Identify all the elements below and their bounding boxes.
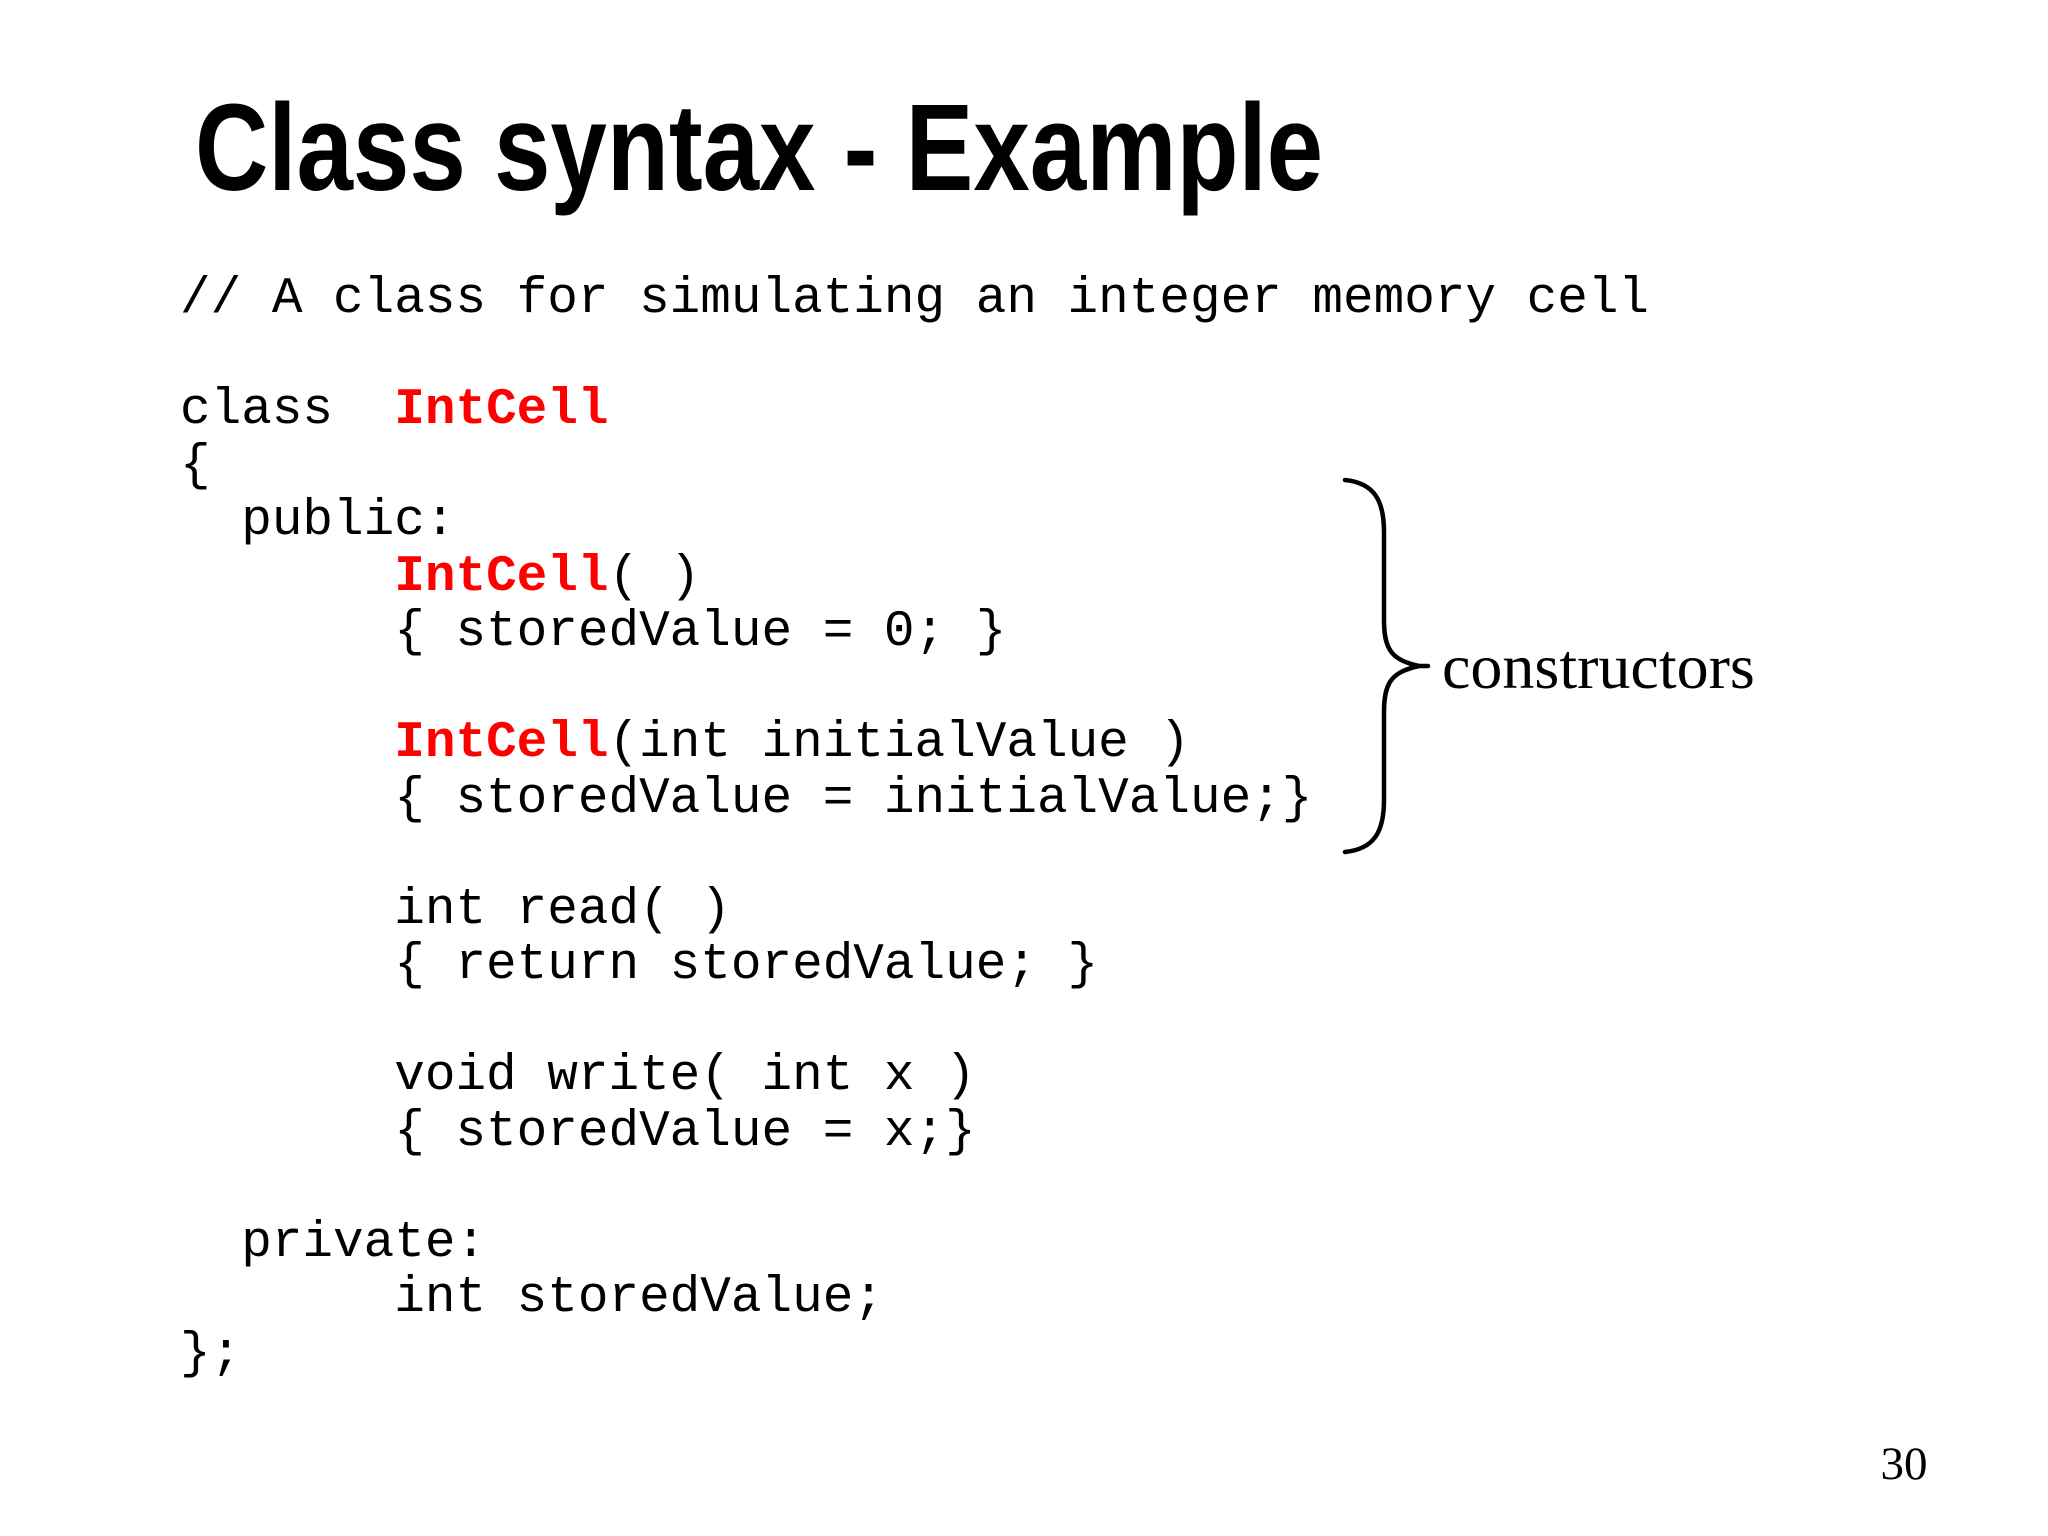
code-line: IntCell( ) bbox=[180, 548, 1649, 606]
curly-brace-path bbox=[1342, 477, 1431, 855]
slide-title: Class syntax - Example bbox=[195, 80, 1324, 217]
code-line bbox=[180, 328, 1649, 384]
code-block: // A class for simulating an integer mem… bbox=[180, 272, 1649, 1382]
code-text: { return storedValue; } bbox=[180, 937, 1099, 994]
code-text: { bbox=[180, 437, 211, 495]
code-text bbox=[180, 549, 394, 606]
code-text: { storedValue = 0; } bbox=[180, 604, 1007, 661]
code-text: }; bbox=[180, 1325, 242, 1383]
code-line: { bbox=[180, 437, 1649, 495]
page-number: 30 bbox=[1880, 1438, 1928, 1490]
code-line: { storedValue = initialValue;} bbox=[180, 770, 1649, 828]
code-line bbox=[180, 1160, 1649, 1216]
code-line: { storedValue = 0; } bbox=[180, 605, 1649, 661]
code-text: (int initialValue ) bbox=[608, 715, 1191, 772]
code-line: { storedValue = x;} bbox=[180, 1103, 1649, 1161]
code-text: private: bbox=[180, 1214, 487, 1272]
code-line: IntCell(int initialValue ) bbox=[180, 716, 1649, 772]
code-line: void write( int x ) bbox=[180, 1049, 1649, 1105]
constructors-label: constructors bbox=[1442, 631, 1755, 702]
code-line: }; bbox=[180, 1325, 1649, 1383]
code-line: private: bbox=[180, 1214, 1649, 1272]
code-line: // A class for simulating an integer mem… bbox=[180, 272, 1649, 328]
code-line: int storedValue; bbox=[180, 1271, 1649, 1327]
code-line: class IntCell bbox=[180, 383, 1649, 439]
code-text: { storedValue = x;} bbox=[180, 1103, 976, 1161]
code-text: { storedValue = initialValue;} bbox=[180, 770, 1313, 828]
code-line: public: bbox=[180, 494, 1649, 550]
code-keyword: IntCell bbox=[394, 715, 609, 772]
code-line bbox=[180, 994, 1649, 1050]
code-text: class bbox=[180, 382, 395, 439]
code-text: void write( int x ) bbox=[180, 1048, 976, 1105]
code-text: public: bbox=[180, 493, 456, 550]
code-text: ( ) bbox=[608, 548, 701, 606]
code-text bbox=[180, 715, 394, 772]
code-keyword: IntCell bbox=[394, 548, 609, 606]
code-line: { return storedValue; } bbox=[180, 938, 1649, 994]
code-text: int read( ) bbox=[180, 881, 731, 939]
code-text: // A class for simulating an integer mem… bbox=[180, 271, 1650, 328]
code-text: int storedValue; bbox=[180, 1270, 884, 1327]
curly-brace-icon bbox=[1342, 477, 1431, 855]
code-line: int read( ) bbox=[180, 881, 1649, 939]
code-keyword: IntCell bbox=[394, 382, 609, 439]
